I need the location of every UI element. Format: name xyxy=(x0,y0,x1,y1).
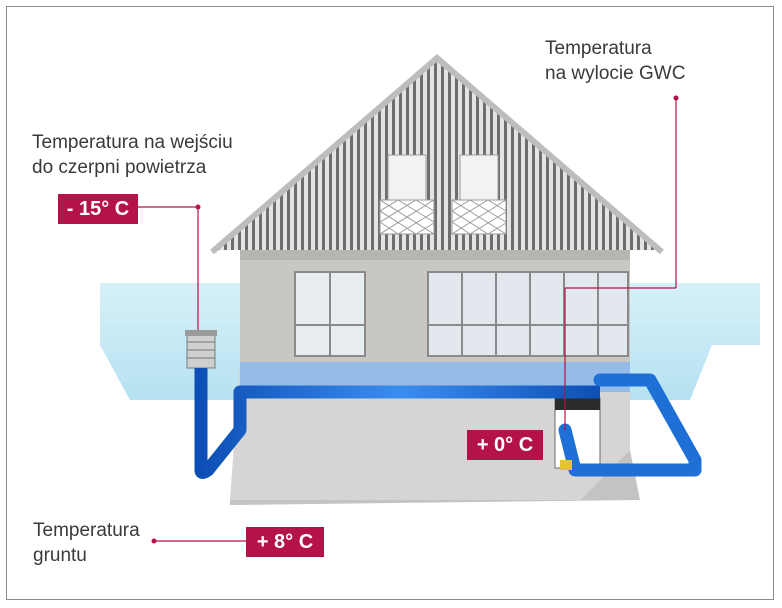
label-intake-line2: do czerpni powietrza xyxy=(32,157,207,178)
leader-gwc xyxy=(564,95,679,430)
label-gwc: Temperatura na wylocie GWC xyxy=(545,36,685,86)
air-intake-terminal xyxy=(185,330,217,369)
badge-gwc-temperature: + 0° C xyxy=(467,430,543,460)
figure-frame xyxy=(6,6,774,600)
leader-ground xyxy=(151,538,246,544)
conservatory-window xyxy=(427,271,629,357)
attic-window-right xyxy=(451,154,507,235)
gwc-fitting xyxy=(560,460,572,470)
house-wall-shade xyxy=(240,250,630,260)
label-ground-line1: Temperatura xyxy=(33,520,140,541)
attic-window-left xyxy=(379,154,435,235)
label-intake-line1: Temperatura na wejściu xyxy=(32,132,233,153)
label-ground: Temperatura gruntu xyxy=(33,518,140,568)
label-gwc-line2: na wylocie GWC xyxy=(545,63,686,84)
gwc-pipe-left xyxy=(194,368,600,479)
roof-edge xyxy=(210,54,664,255)
label-ground-line2: gruntu xyxy=(33,545,87,566)
gwc-unit-top xyxy=(555,398,600,410)
roof xyxy=(212,58,662,250)
label-gwc-line1: Temperatura xyxy=(545,38,652,59)
window-left xyxy=(294,271,366,357)
badge-intake-temperature: - 15° C xyxy=(58,194,138,224)
leader-intake xyxy=(138,204,201,330)
gwc-pipe-right xyxy=(558,373,702,477)
label-intake: Temperatura na wejściu do czerpni powiet… xyxy=(32,130,233,180)
badge-ground-temperature: + 8° C xyxy=(246,527,324,557)
ground-floor-slab xyxy=(230,450,640,505)
